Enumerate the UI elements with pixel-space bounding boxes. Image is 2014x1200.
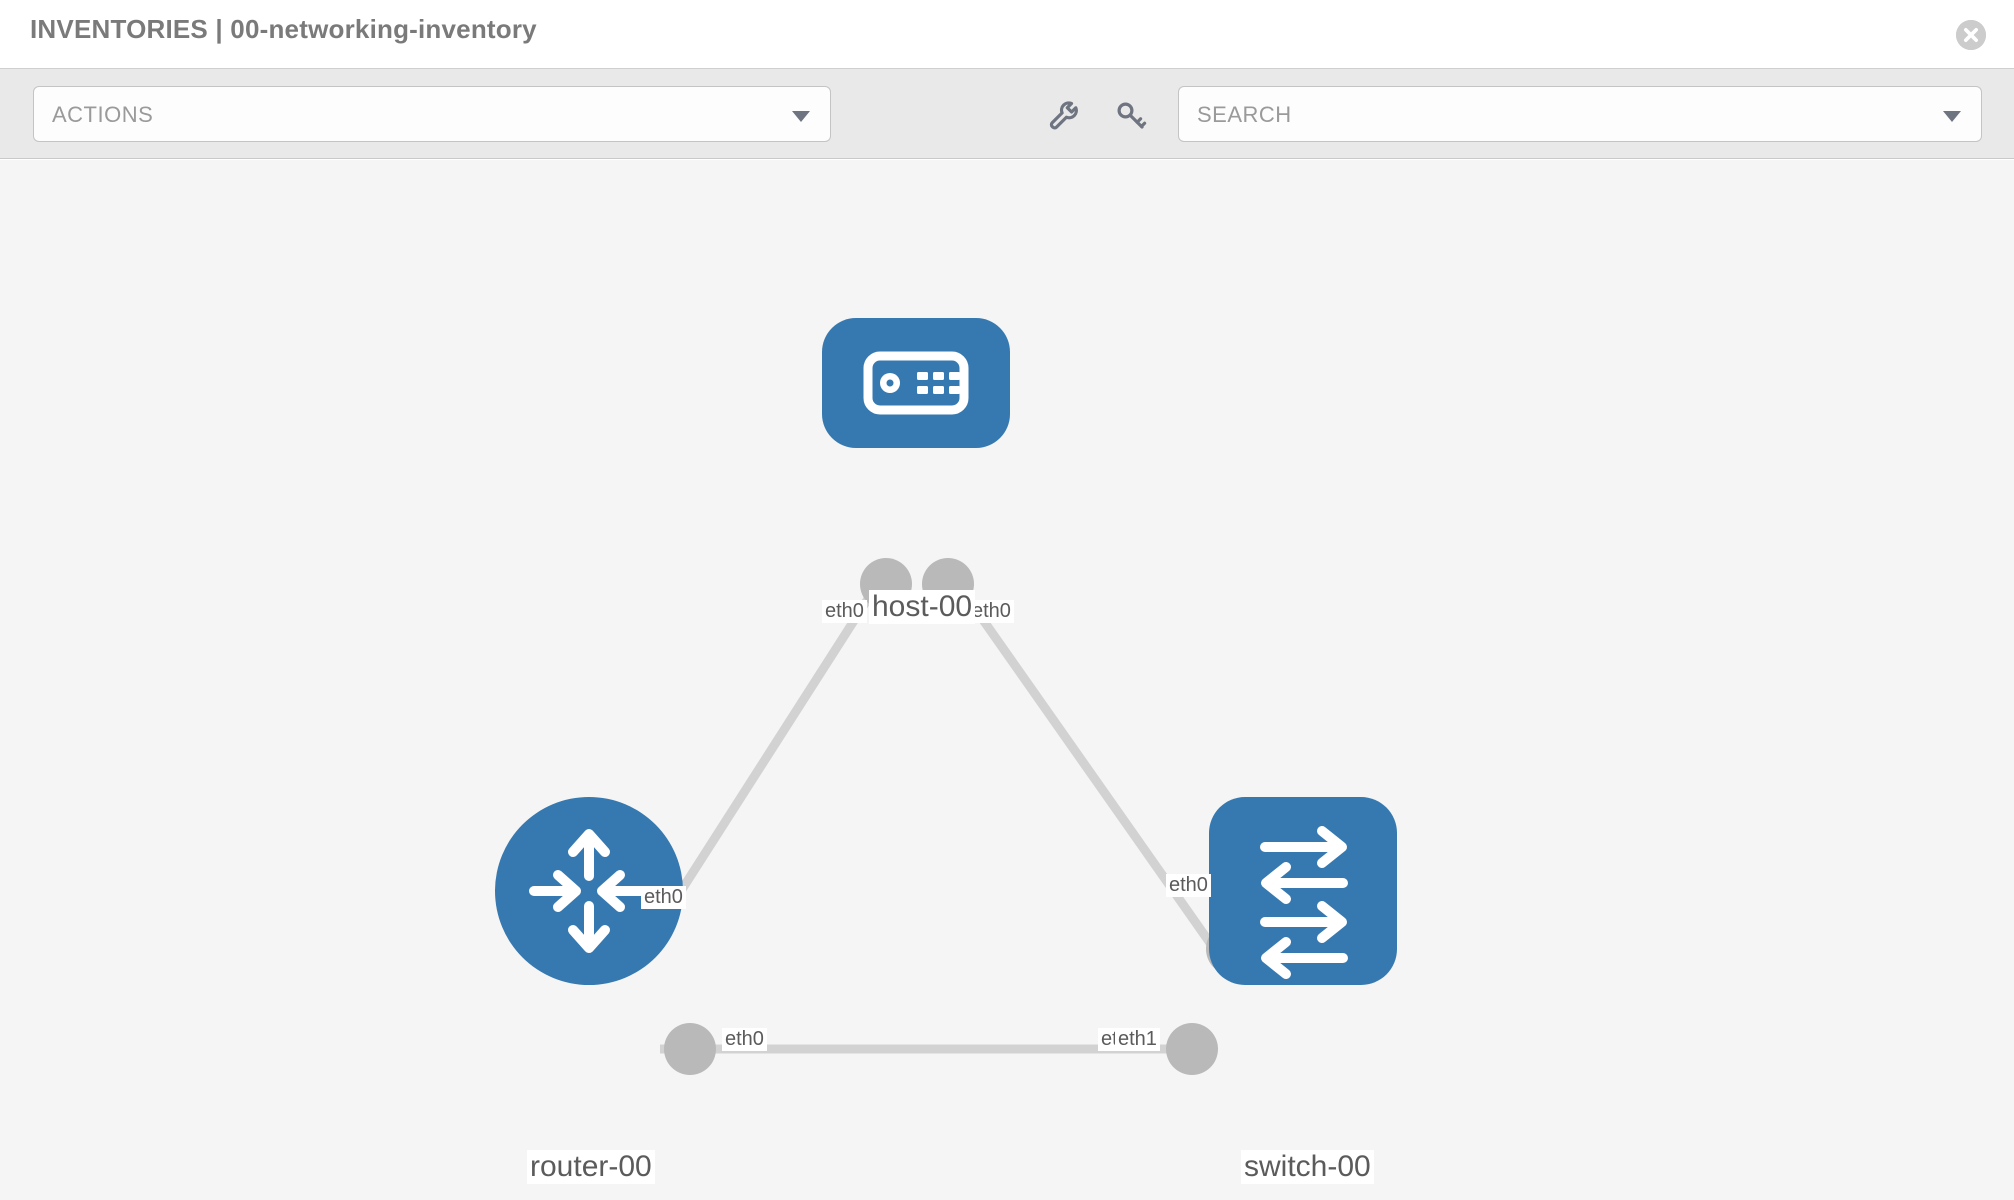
chevron-down-icon[interactable] bbox=[1943, 111, 1961, 122]
iface-label-host00-right: eth0 bbox=[969, 600, 1014, 623]
chevron-down-icon bbox=[792, 111, 810, 122]
iface-label-switch00-up: eth0 bbox=[1166, 874, 1211, 897]
search-input[interactable]: SEARCH bbox=[1178, 86, 1982, 142]
switch-icon bbox=[1260, 826, 1348, 979]
iface-label-host00-left: eth0 bbox=[822, 600, 867, 623]
iface-label-router00-up: eth0 bbox=[641, 886, 686, 909]
node-label-host-00: host-00 bbox=[869, 590, 976, 624]
node-router-00 bbox=[495, 797, 683, 985]
page-header: INVENTORIES | 00-networking-inventory bbox=[0, 0, 2014, 69]
topology-endpoints bbox=[664, 558, 1258, 1075]
node-label-switch-00: switch-00 bbox=[1241, 1150, 1374, 1184]
host-icon bbox=[863, 351, 969, 415]
close-icon[interactable] bbox=[1956, 20, 1986, 50]
iface-label-router00-right: eth0 bbox=[722, 1028, 767, 1051]
search-placeholder: SEARCH bbox=[1197, 102, 1292, 127]
endpoint-switch00-eth1 bbox=[1166, 1023, 1218, 1075]
iface-label-switch00-left-eth1: eth1 bbox=[1115, 1028, 1160, 1051]
topology-canvas[interactable]: eth0 eth0 eth0 eth0 eth0 eth eth1 host-0… bbox=[0, 160, 2014, 1200]
toolbar: ACTIONS SEARCH bbox=[0, 69, 2014, 159]
node-switch-00 bbox=[1209, 797, 1397, 985]
node-host-00 bbox=[822, 318, 1010, 448]
topology-graph bbox=[495, 318, 1397, 1075]
actions-dropdown-label: ACTIONS bbox=[52, 102, 154, 127]
page-title: INVENTORIES | 00-networking-inventory bbox=[30, 14, 537, 44]
node-label-router-00: router-00 bbox=[527, 1150, 655, 1184]
key-icon[interactable] bbox=[1114, 99, 1148, 133]
topology-links bbox=[636, 577, 1219, 1054]
endpoint-router00-eth0 bbox=[664, 1023, 716, 1075]
actions-dropdown[interactable]: ACTIONS bbox=[33, 86, 831, 142]
router-icon bbox=[529, 829, 649, 953]
wrench-icon[interactable] bbox=[1046, 99, 1080, 133]
